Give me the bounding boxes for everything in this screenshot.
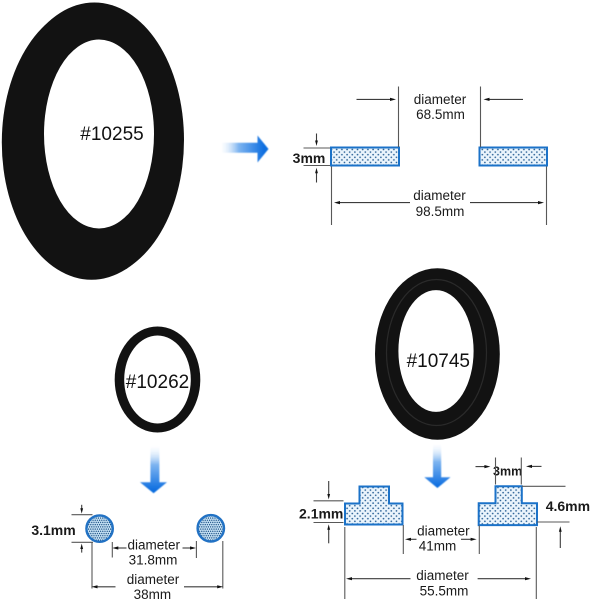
svg-text:#10255: #10255 <box>80 124 143 145</box>
svg-text:55.5mm: 55.5mm <box>420 584 469 599</box>
svg-text:3mm: 3mm <box>293 150 326 166</box>
svg-text:diameter: diameter <box>127 572 180 587</box>
svg-text:31.8mm: 31.8mm <box>129 552 178 567</box>
svg-text:diameter: diameter <box>414 92 467 107</box>
svg-text:4.6mm: 4.6mm <box>546 498 590 514</box>
svg-text:diameter: diameter <box>416 568 469 583</box>
svg-text:98.5mm: 98.5mm <box>416 204 465 219</box>
svg-text:diameter: diameter <box>413 188 466 203</box>
svg-text:2.1mm: 2.1mm <box>299 505 343 521</box>
svg-text:#10262: #10262 <box>126 372 189 393</box>
svg-text:41mm: 41mm <box>419 539 457 554</box>
svg-text:38mm: 38mm <box>134 587 172 600</box>
svg-text:68.5mm: 68.5mm <box>416 107 465 122</box>
svg-text:3mm: 3mm <box>493 464 522 478</box>
svg-text:#10745: #10745 <box>407 351 470 372</box>
svg-text:diameter: diameter <box>417 524 470 539</box>
svg-text:diameter: diameter <box>128 537 181 552</box>
svg-text:3.1mm: 3.1mm <box>31 522 75 538</box>
